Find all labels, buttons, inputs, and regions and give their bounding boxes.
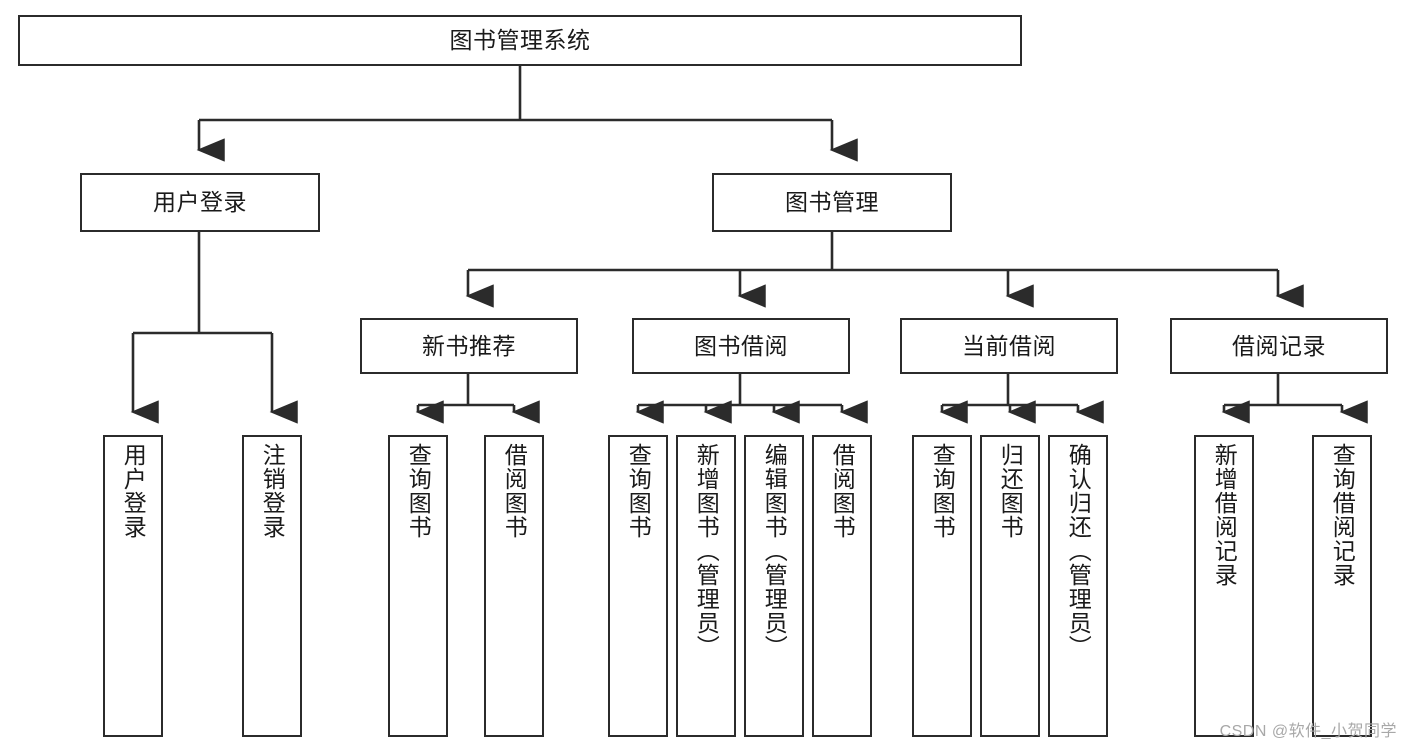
watermark: CSDN @软件_小贺同学 [1219, 723, 1397, 740]
leaf-user-login-logout-label: 注销登录 [259, 443, 286, 539]
leaf-borrow-record-query-label: 查询借阅记录 [1329, 443, 1356, 587]
leaf-current-borrow-query[interactable]: 查询图书 [912, 435, 972, 737]
leaf-book-borrow-borrow-label: 借阅图书 [829, 443, 856, 539]
leaf-current-borrow-return-label: 归还图书 [997, 443, 1024, 539]
node-current-borrow-label: 当前借阅 [962, 332, 1056, 359]
leaf-current-borrow-confirm-return[interactable]: 确认归还（管理员） [1048, 435, 1108, 737]
leaf-borrow-record-add[interactable]: 新增借阅记录 [1194, 435, 1254, 737]
node-book-borrow[interactable]: 图书借阅 [632, 318, 850, 374]
node-user-login-label: 用户登录 [153, 189, 247, 216]
leaf-current-borrow-return[interactable]: 归还图书 [980, 435, 1040, 737]
leaf-book-borrow-query[interactable]: 查询图书 [608, 435, 668, 737]
node-root-label: 图书管理系统 [449, 27, 591, 54]
leaf-borrow-record-add-label: 新增借阅记录 [1211, 443, 1238, 587]
node-borrow-record[interactable]: 借阅记录 [1170, 318, 1388, 374]
leaf-book-borrow-query-label: 查询图书 [625, 443, 652, 539]
node-new-book-recommend-label: 新书推荐 [422, 332, 516, 359]
leaf-user-login-logout[interactable]: 注销登录 [242, 435, 302, 737]
leaf-book-borrow-edit-label: 编辑图书（管理员） [761, 443, 788, 659]
leaf-current-borrow-query-label: 查询图书 [929, 443, 956, 539]
leaf-book-borrow-borrow[interactable]: 借阅图书 [812, 435, 872, 737]
leaf-new-book-query[interactable]: 查询图书 [388, 435, 448, 737]
leaf-book-borrow-add-label: 新增图书（管理员） [693, 443, 720, 659]
leaf-book-borrow-add[interactable]: 新增图书（管理员） [676, 435, 736, 737]
leaf-book-borrow-edit[interactable]: 编辑图书（管理员） [744, 435, 804, 737]
node-book-management[interactable]: 图书管理 [712, 173, 952, 232]
node-new-book-recommend[interactable]: 新书推荐 [360, 318, 578, 374]
node-book-borrow-label: 图书借阅 [694, 332, 788, 359]
node-root[interactable]: 图书管理系统 [18, 15, 1022, 66]
leaf-current-borrow-confirm-return-label: 确认归还（管理员） [1065, 443, 1092, 659]
leaf-borrow-record-query[interactable]: 查询借阅记录 [1312, 435, 1372, 737]
leaf-new-book-borrow-label: 借阅图书 [501, 443, 528, 539]
node-current-borrow[interactable]: 当前借阅 [900, 318, 1118, 374]
leaf-new-book-borrow[interactable]: 借阅图书 [484, 435, 544, 737]
node-user-login[interactable]: 用户登录 [80, 173, 320, 232]
leaf-user-login-login[interactable]: 用户登录 [103, 435, 163, 737]
node-borrow-record-label: 借阅记录 [1232, 332, 1326, 359]
leaf-new-book-query-label: 查询图书 [405, 443, 432, 539]
leaf-user-login-login-label: 用户登录 [120, 443, 147, 539]
node-book-management-label: 图书管理 [785, 189, 879, 216]
